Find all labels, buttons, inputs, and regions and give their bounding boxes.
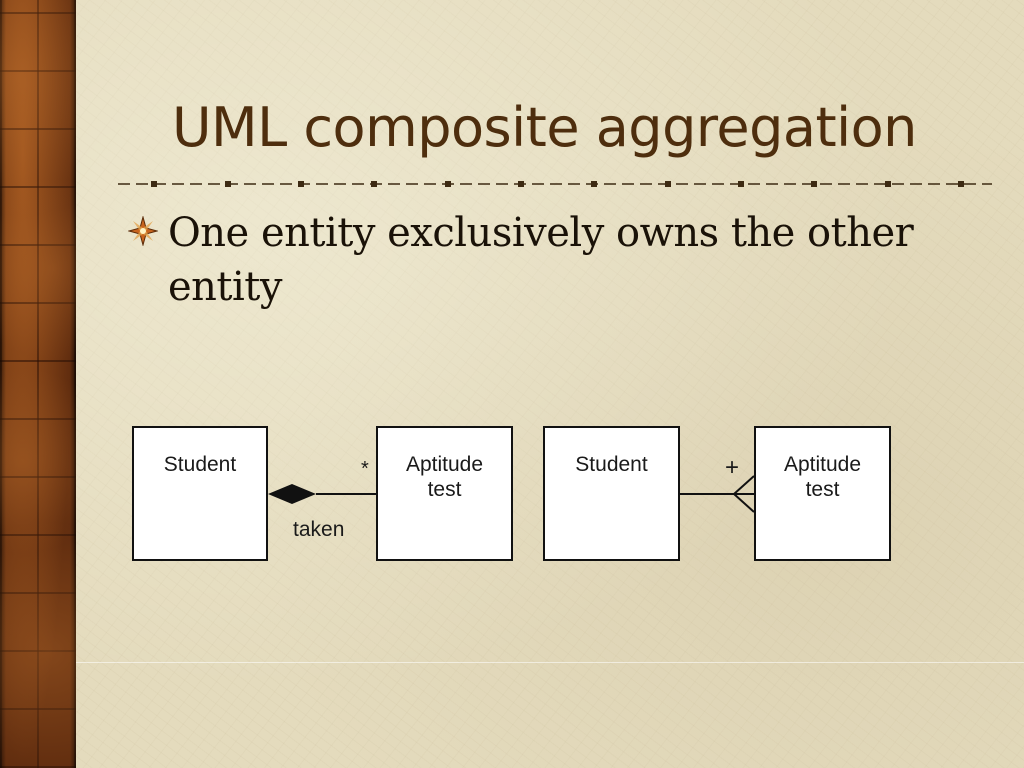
class-name-line1: Aptitude xyxy=(405,453,484,476)
footer-divider xyxy=(76,662,1024,663)
entity-name-line1: Aptitude xyxy=(783,453,862,476)
star-bullet-icon xyxy=(128,216,158,246)
crows-foot-icon xyxy=(733,475,755,513)
connector-lines xyxy=(268,475,755,513)
association-label: taken xyxy=(293,518,345,541)
student-class-box: Student xyxy=(132,426,268,561)
entity-name: Student xyxy=(575,453,648,476)
filled-diamond-icon xyxy=(268,484,316,504)
dashed-divider xyxy=(118,181,992,187)
class-name: Student xyxy=(163,453,237,476)
uml-diagram: Student Aptitude test * taken Student Ap… xyxy=(124,418,904,570)
bullet-text: One entity exclusively owns the other en… xyxy=(168,210,914,310)
decorative-side-panel xyxy=(0,0,76,768)
multiplicity-label: * xyxy=(361,458,369,480)
slide-background xyxy=(76,0,1024,768)
aptitude-test-class-box: Aptitude test xyxy=(376,426,513,561)
student-entity-box: Student xyxy=(543,426,680,561)
aptitude-test-entity-box: Aptitude test xyxy=(754,426,891,561)
slide-title: UML composite aggregation xyxy=(172,96,917,159)
cardinality-label: + xyxy=(725,454,740,481)
class-name-line2: test xyxy=(427,478,462,501)
entity-name-line2: test xyxy=(805,478,840,501)
